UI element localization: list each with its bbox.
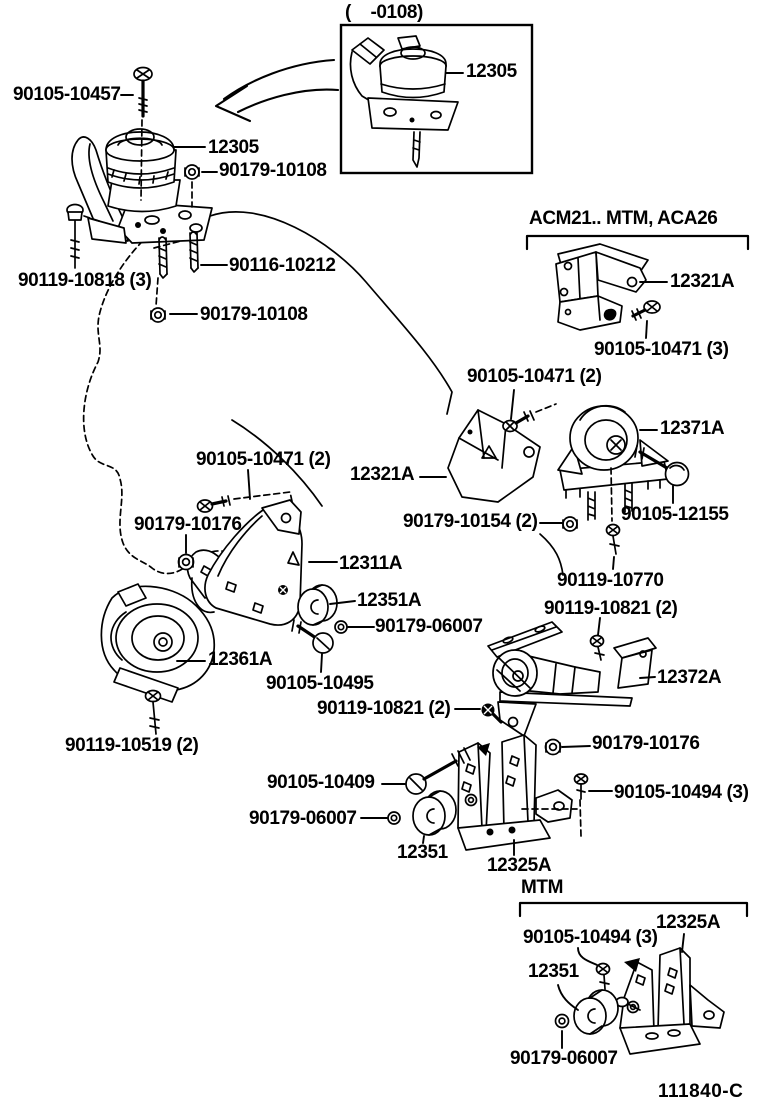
callout-90105-10409: 90105-10409	[267, 772, 375, 793]
callout-90119-10821-r: 90119-10821 (2)	[544, 598, 678, 619]
bracket-12321a-right-drawing	[555, 243, 649, 331]
stud-90119-10821-l-drawing	[481, 703, 503, 724]
nut-90179-10176-b-drawing	[544, 738, 562, 756]
engine-mount-12361a-drawing	[100, 583, 216, 703]
engine-mount-12371a-drawing	[557, 404, 669, 521]
callout-90105-10495: 90105-10495	[266, 673, 374, 694]
studs-90116-10212-drawing	[155, 231, 199, 307]
callout-90179-06007-b: 90179-06007	[249, 808, 357, 829]
callout-12371a: 12371A	[660, 418, 725, 439]
engine-mount-12305-drawing	[71, 128, 213, 244]
inset-variant-note: ( -0108)	[345, 2, 423, 23]
callout-90179-10108-b: 90179-10108	[200, 304, 308, 325]
callout-90119-10519: 90119-10519 (2)	[65, 735, 199, 756]
callout-12325a-bottom: 12325A	[656, 912, 721, 933]
callout-90179-10154: 90179-10154 (2)	[403, 511, 538, 532]
group-header-mtm: MTM	[521, 877, 564, 898]
bolt-90105-10409-drawing	[405, 747, 471, 795]
callout-90179-10176-b: 90179-10176	[592, 733, 700, 754]
bolt-90105-10494-b-drawing	[595, 962, 611, 990]
callout-12351-bottom: 12351	[528, 961, 579, 982]
nut-90179-06007-b-drawing	[387, 811, 401, 825]
nut-90179-06007-a-drawing	[334, 620, 348, 634]
nut-90179-10176-a-drawing	[177, 553, 195, 571]
callout-90116-10212: 90116-10212	[229, 255, 336, 276]
callout-90105-10494-u: 90105-10494 (3)	[614, 782, 749, 803]
callout-90179-10108-a: 90179-10108	[219, 160, 327, 181]
bolt-90105-10457-drawing	[133, 66, 153, 201]
bolt-90105-12155-drawing	[634, 445, 690, 487]
inset-box-0108	[339, 23, 534, 175]
callout-90105-10494-b: 90105-10494 (3)	[523, 927, 658, 948]
bolt-90105-10471-2r-drawing	[502, 403, 557, 433]
bracket-12321a-center-drawing	[447, 409, 541, 503]
callout-12311a: 12311A	[339, 553, 403, 574]
mtm-group-bracket-line	[518, 901, 749, 918]
nut-90179-10108-lower-drawing	[150, 307, 166, 323]
bracket-12311a-drawing	[186, 499, 303, 626]
leader-lines	[120, 72, 685, 1049]
callout-12351-center: 12351	[397, 842, 448, 863]
association-curve	[209, 211, 453, 415]
stud-90119-10821-r-drawing	[589, 634, 605, 661]
callout-90119-10770: 90119-10770	[557, 570, 664, 591]
callout-12351a: 12351A	[357, 590, 422, 611]
callout-90119-10818: 90119-10818 (3)	[18, 270, 152, 291]
bracket-12325a-center-drawing	[457, 734, 582, 851]
bolt-90105-10494-u-drawing	[573, 773, 589, 800]
nut-90179-10154-drawing	[539, 516, 578, 576]
callout-90105-10471-3: 90105-10471 (3)	[594, 339, 729, 360]
callout-12305: 12305	[208, 137, 259, 158]
replacement-arrow-icon	[214, 58, 340, 123]
callout-12321a-right: 12321A	[670, 271, 735, 292]
bolt-90119-10818-drawing	[66, 203, 103, 269]
callout-90105-10471-2l: 90105-10471 (2)	[196, 449, 331, 470]
callout-90179-10176-a: 90179-10176	[134, 514, 242, 535]
callout-90105-12155: 90105-12155	[621, 504, 729, 525]
bolt-90105-10471-3-drawing	[631, 300, 661, 321]
stud-90119-10770-drawing	[605, 467, 621, 555]
callout-12321a-center: 12321A	[350, 464, 415, 485]
callout-90179-06007-c: 90179-06007	[510, 1048, 618, 1069]
callout-12372a: 12372A	[657, 667, 722, 688]
rear-mount-12372a-drawing	[487, 621, 657, 737]
callout-12325a-center: 12325A	[487, 855, 552, 876]
callout-90105-10457: 90105-10457	[13, 84, 121, 105]
nut-90179-10108-upper-drawing	[184, 164, 200, 208]
figure-code: 111840-C	[658, 1081, 744, 1102]
acm-group-bracket-line	[525, 234, 750, 251]
damper-12351-center-drawing	[412, 790, 457, 836]
bracket-12325a-bottom-drawing	[615, 947, 725, 1055]
callout-90179-06007-a: 90179-06007	[375, 616, 483, 637]
bolt-90119-10519-drawing	[144, 689, 162, 735]
nut-90179-06007-c-drawing	[554, 1013, 570, 1029]
callout-90119-10821-l: 90119-10821 (2)	[317, 698, 451, 719]
damper-12351a-drawing	[297, 584, 338, 626]
callout-12361a: 12361A	[208, 649, 273, 670]
bolt-90105-10495-drawing	[291, 619, 334, 654]
damper-12351-bottom-drawing	[573, 989, 619, 1035]
callout-12305-inset: 12305	[466, 61, 517, 82]
group-header-acm: ACM21.. MTM, ACA26	[529, 208, 718, 229]
callout-90105-10471-2r: 90105-10471 (2)	[467, 366, 602, 387]
